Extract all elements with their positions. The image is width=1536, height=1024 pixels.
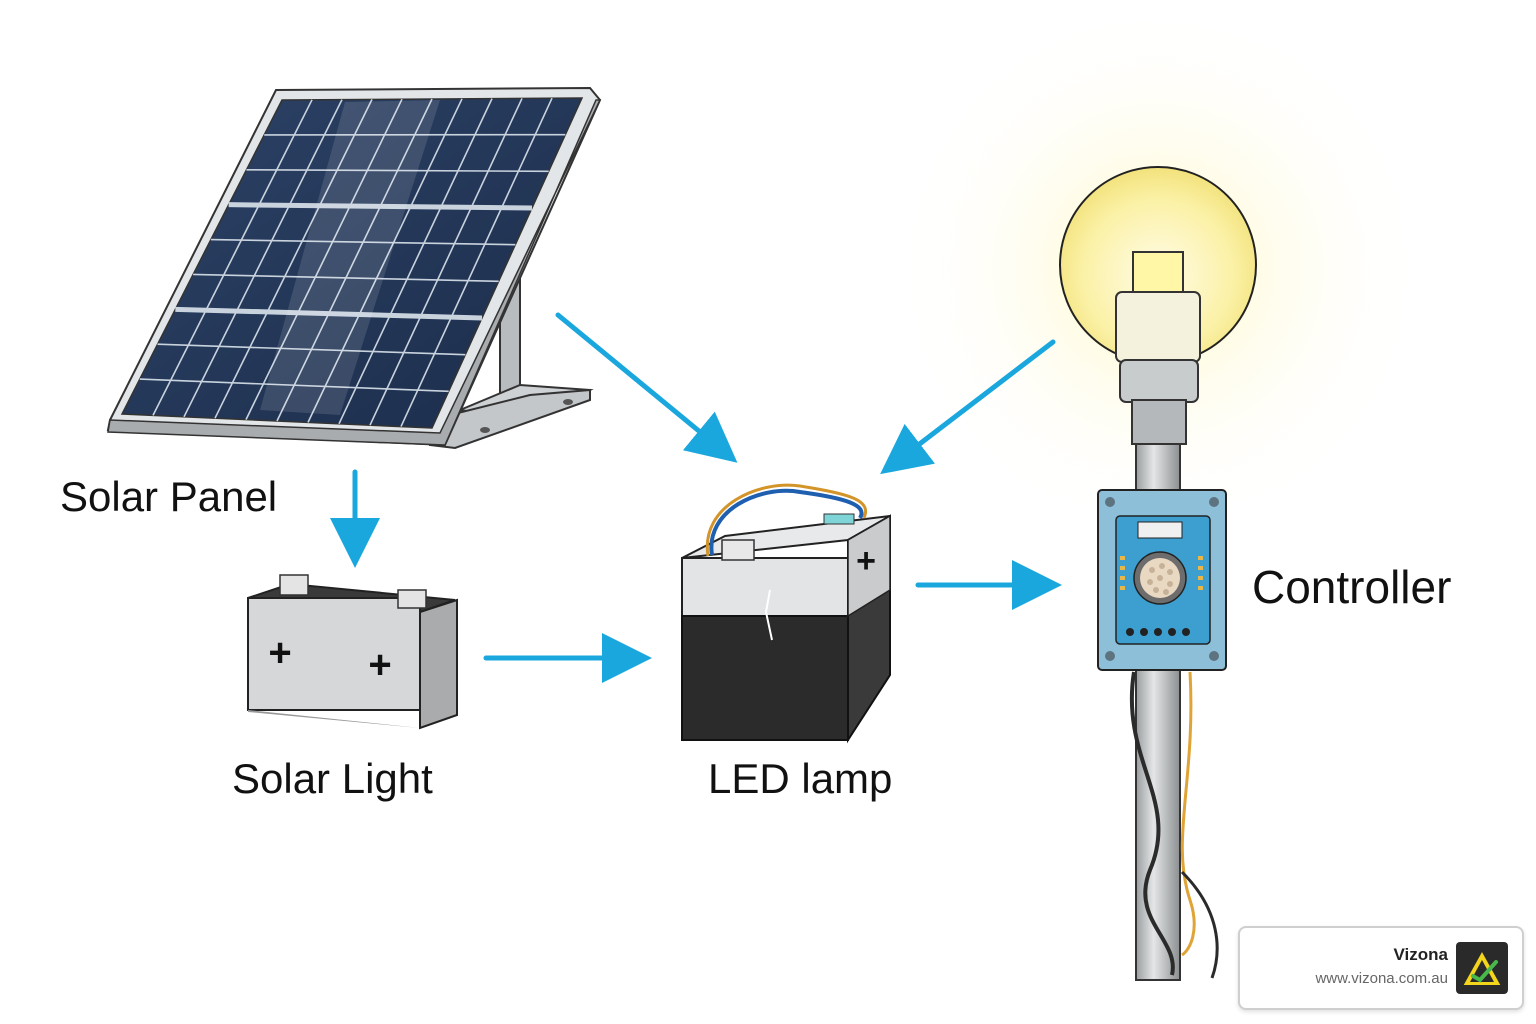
solar-light-label: Solar Light [232,755,433,802]
brand-url[interactable]: www.vizona.com.au [1315,970,1448,987]
controller-label: Controller [1252,561,1452,613]
large-battery-terminal: + [856,542,876,580]
arrow-lamp-to-led [880,339,1056,475]
small-battery-terminal-1: + [268,631,291,675]
vizona-logo-icon [1456,942,1508,994]
arrow-panel-to-led [555,312,738,463]
solar-panel-label: Solar Panel [60,473,278,520]
controller-box [1097,489,1227,671]
vizona-badge[interactable]: Vizona www.vizona.com.au [1238,926,1524,1010]
solar-panel [106,86,602,450]
brand-name: Vizona [1393,945,1448,964]
small-battery-terminal-2: + [368,643,391,687]
small-battery: + + [247,574,458,730]
large-battery: + [681,483,891,744]
street-lamp [1059,166,1257,981]
led-lamp-label: LED lamp [708,755,893,802]
